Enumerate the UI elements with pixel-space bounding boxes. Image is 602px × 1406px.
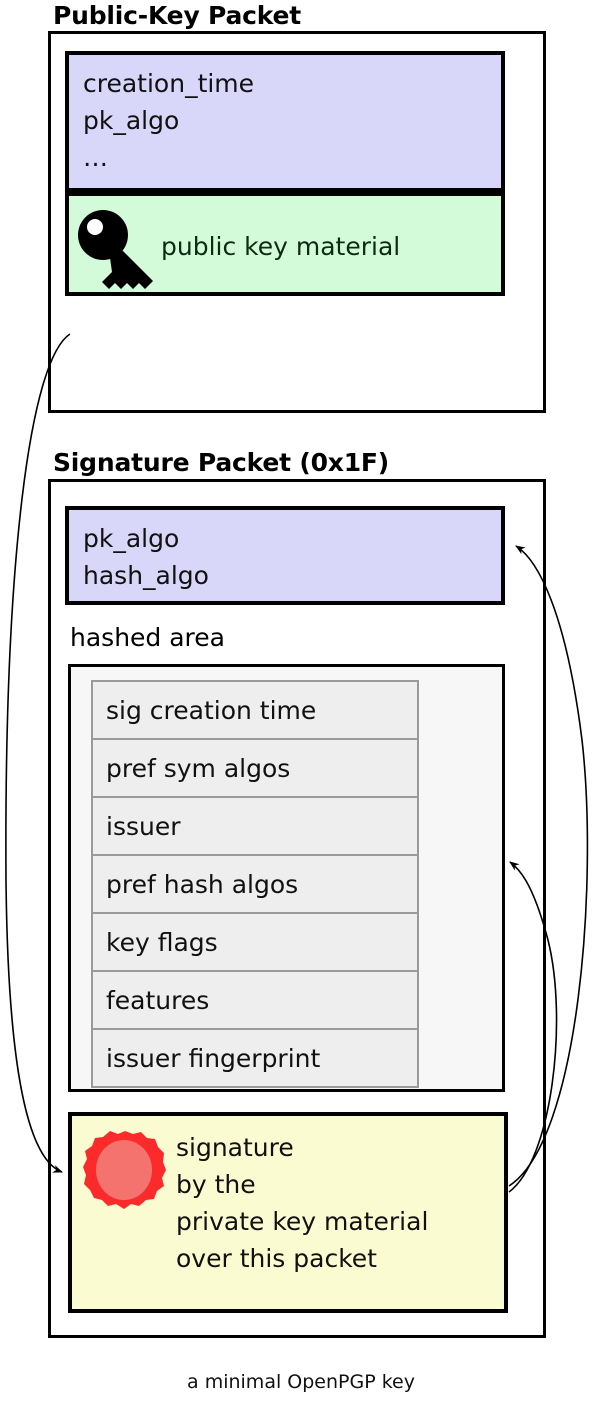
public-key-material-field: public key material [65, 192, 505, 296]
signature-packet-frame: pk_algo hash_algo hashed area sig creati… [48, 479, 546, 1338]
hashed-subpacket-row: sig creation time [93, 682, 417, 740]
key-icon [75, 208, 165, 290]
public-key-packet-frame: creation_time pk_algo … public key mater… [48, 31, 546, 413]
hashed-subpacket-row: issuer [93, 798, 417, 856]
signature-packet-title: Signature Packet (0x1F) [53, 448, 390, 477]
public-key-header-text: creation_time pk_algo … [83, 69, 255, 172]
seal-icon [81, 1128, 169, 1212]
hashed-subpacket-row: pref sym algos [93, 740, 417, 798]
signature-algo-field: pk_algo hash_algo [65, 506, 505, 605]
signature-value-text: signature by the private key material ov… [176, 1133, 429, 1273]
hashed-subpacket-row: issuer fingerprint [93, 1030, 417, 1088]
hashed-subpacket-row: key flags [93, 914, 417, 972]
hashed-area-label: hashed area [70, 623, 225, 652]
hashed-subpacket-row: features [93, 972, 417, 1030]
signature-algo-text: pk_algo hash_algo [83, 524, 209, 590]
signature-value-field: signature by the private key material ov… [68, 1112, 508, 1313]
diagram-caption: a minimal OpenPGP key [187, 1371, 415, 1393]
public-key-header-field: creation_time pk_algo … [65, 51, 505, 192]
public-key-material-label: public key material [161, 232, 401, 261]
public-key-packet-title: Public-Key Packet [53, 1, 302, 30]
hashed-subpacket-row: pref hash algos [93, 856, 417, 914]
